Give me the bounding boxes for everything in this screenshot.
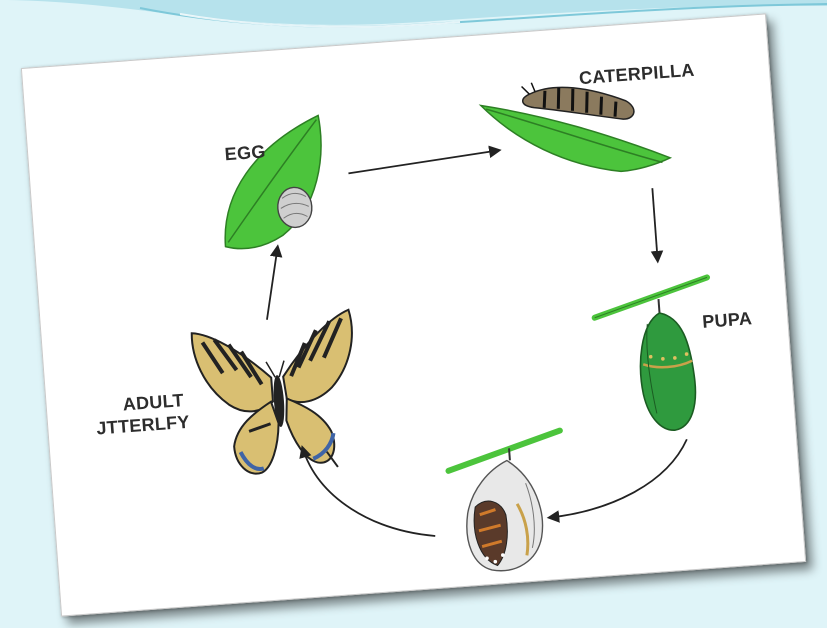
pupa-chrysalis-illustration <box>592 277 718 435</box>
caterpillar-leaf-illustration <box>479 73 670 181</box>
egg-leaf-illustration <box>216 115 328 250</box>
adult-butterfly-illustration <box>191 310 362 478</box>
life-cycle-card: EGG CATERPILLA PUPA ADULT JTTERLFY <box>21 13 806 616</box>
label-pupa: PUPA <box>702 308 753 332</box>
emerging-butterfly-illustration <box>446 431 570 575</box>
life-cycle-diagram <box>22 14 805 615</box>
arrow-adult-to-egg <box>262 247 283 320</box>
label-egg: EGG <box>224 141 266 164</box>
arrow-caterpillar-to-pupa <box>652 188 657 261</box>
arrow-pupa-to-emerging <box>544 439 692 517</box>
arrow-egg-to-caterpillar <box>348 150 500 173</box>
